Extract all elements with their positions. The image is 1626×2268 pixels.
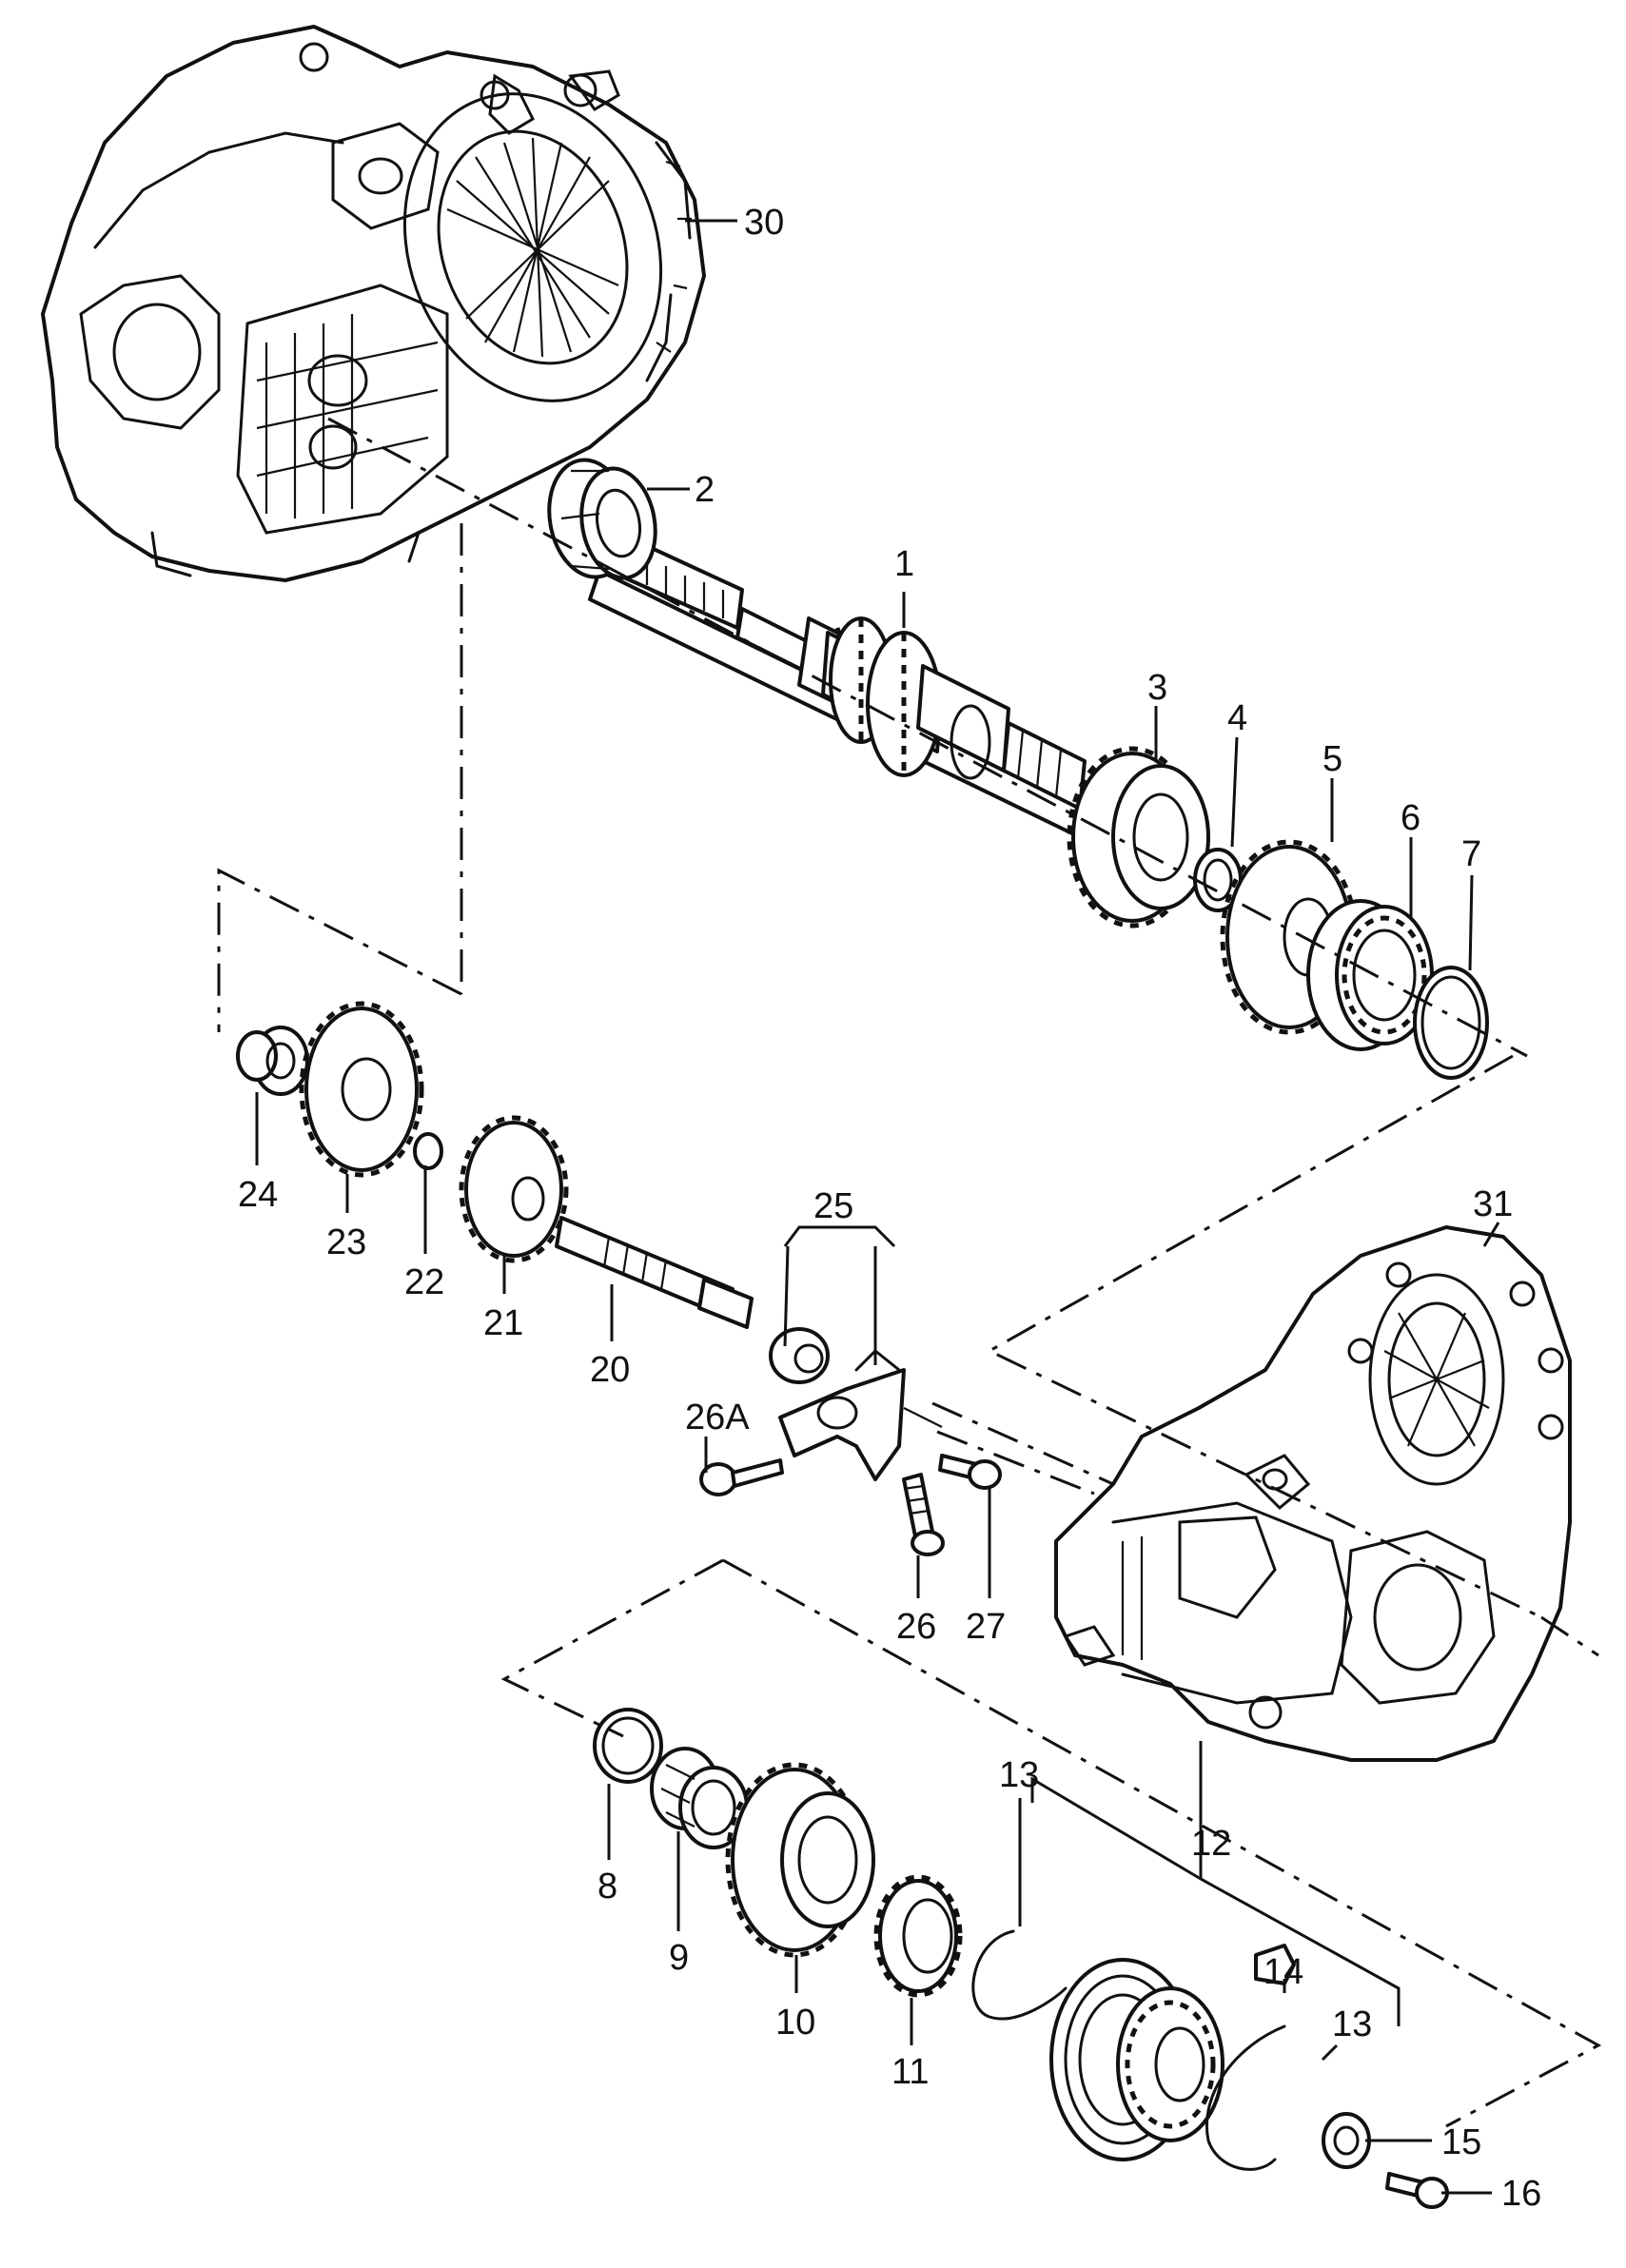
gearbox-housing-30 — [41, 25, 706, 582]
callout-11: 11 — [891, 2052, 929, 2092]
callout-26a: 26A — [685, 1398, 750, 1437]
callout-25: 25 — [813, 1186, 853, 1226]
circlip-7 — [1413, 966, 1489, 1080]
callout-2: 2 — [695, 470, 715, 510]
synchro-hub-12 — [1049, 1958, 1224, 2161]
roller-bearing-24 — [236, 1026, 309, 1096]
gearbox-housing-31 — [1054, 1225, 1572, 1762]
screw-26 — [902, 1473, 945, 1556]
callout-4: 4 — [1227, 698, 1247, 738]
washer-22 — [413, 1132, 443, 1170]
callout-12: 12 — [1191, 1824, 1231, 1864]
callout-15: 15 — [1441, 2122, 1481, 2162]
assembly-guide-lines — [217, 417, 1602, 2128]
callout-5: 5 — [1322, 739, 1342, 779]
callout-20: 20 — [590, 1350, 630, 1390]
bearing-6 — [1306, 899, 1434, 1051]
callout-22: 22 — [404, 1262, 444, 1302]
synchro-ring-11 — [873, 1874, 963, 1998]
callout-13b: 13 — [1332, 2004, 1372, 2044]
reverse-shaft-20 — [555, 1216, 754, 1329]
gear-10 — [725, 1762, 875, 1958]
callout-6: 6 — [1401, 798, 1420, 838]
gear-3 — [1067, 746, 1210, 929]
callout-16: 16 — [1501, 2174, 1541, 2214]
callout-30: 30 — [744, 203, 784, 243]
callout-9: 9 — [669, 1938, 689, 1978]
bush-25 — [769, 1327, 830, 1384]
bolt-16 — [1385, 2172, 1449, 2209]
callout-10: 10 — [775, 2003, 815, 2043]
spring-13-left — [971, 1929, 1068, 2021]
nut-15 — [1322, 2112, 1371, 2169]
callout-26: 26 — [896, 1607, 936, 1647]
callout-14: 14 — [1264, 1952, 1303, 1992]
key-14 — [1254, 1944, 1296, 1985]
callout-31: 31 — [1473, 1184, 1513, 1224]
callout-8: 8 — [598, 1867, 617, 1906]
callout-7: 7 — [1461, 834, 1481, 874]
callout-21: 21 — [483, 1303, 523, 1343]
callout-24: 24 — [238, 1175, 278, 1215]
bolt-27 — [938, 1454, 1002, 1490]
callout-27: 27 — [966, 1607, 1006, 1647]
spring-13-right — [1205, 2024, 1286, 2171]
gear-21 — [459, 1115, 569, 1263]
callout-1: 1 — [894, 544, 914, 584]
callout-23: 23 — [326, 1222, 366, 1262]
needle-bearing-9 — [650, 1747, 749, 1849]
main-shaft-assembly — [588, 531, 1087, 839]
bolt-26a — [699, 1458, 784, 1496]
washer-8 — [593, 1708, 663, 1784]
leader-lines — [255, 219, 1500, 2195]
callout-13a: 13 — [999, 1755, 1039, 1795]
callout-labels: 1 2 3 4 5 6 7 30 24 23 22 21 20 25 26A 2… — [238, 203, 1541, 2214]
callout-3: 3 — [1147, 668, 1167, 708]
reverse-gear-23 — [299, 1001, 424, 1178]
selector-lever-25 — [778, 1348, 943, 1481]
